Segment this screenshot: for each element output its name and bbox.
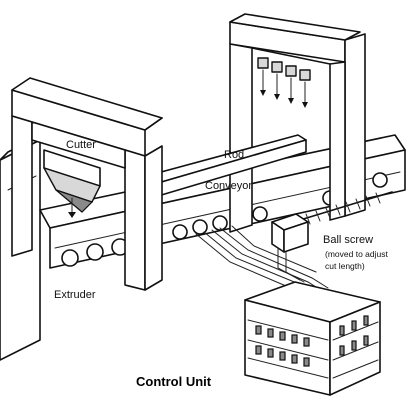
label-rod: Rod [224, 149, 244, 161]
left-gantry [11, 77, 163, 291]
label-conveyor: Conveyor [205, 180, 252, 192]
control-unit [244, 281, 381, 396]
label-ball-screw: Ball screw [323, 234, 373, 246]
cutter [43, 149, 101, 218]
dispenser-heads [257, 57, 311, 108]
label-cutter: Cutter [66, 139, 96, 151]
label-ball-screw-note-1: (moved to adjust [325, 249, 388, 259]
ball-screw [271, 191, 393, 253]
label-extruder: Extruder [54, 289, 96, 301]
label-ball-screw-note-2: cut length) [325, 261, 365, 271]
control-unit-vents [255, 315, 369, 367]
label-control-unit: Control Unit [136, 374, 212, 389]
